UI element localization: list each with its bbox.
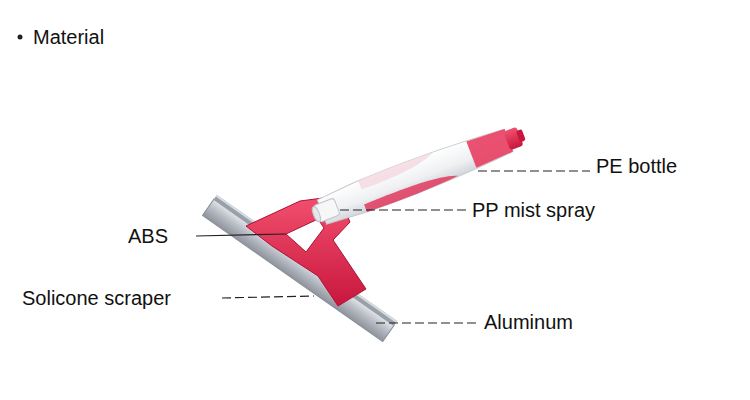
mist-nozzle [310, 198, 340, 224]
blade [203, 195, 398, 342]
part-label: Solicone scraper [22, 287, 171, 309]
label-anchor: PP mist spray [472, 199, 595, 221]
label-anchor: ABS [128, 225, 168, 247]
leader-line [478, 170, 590, 171]
heading: Material [33, 26, 104, 48]
label-anchor: Solicone scraper [22, 287, 171, 309]
part-label: PE bottle [596, 155, 677, 177]
bullet-dot [18, 35, 23, 40]
leader-line [196, 234, 286, 236]
leader-line [222, 296, 314, 298]
part-label: ABS [128, 225, 168, 247]
leader-line [376, 322, 478, 323]
label-anchor: PE bottle [596, 155, 677, 177]
title-anchor: Material [33, 26, 104, 48]
part-label: PP mist spray [472, 199, 595, 221]
part-label: Aluminum [484, 311, 573, 333]
label-anchor: Aluminum [484, 311, 573, 333]
leader-line [340, 209, 466, 210]
